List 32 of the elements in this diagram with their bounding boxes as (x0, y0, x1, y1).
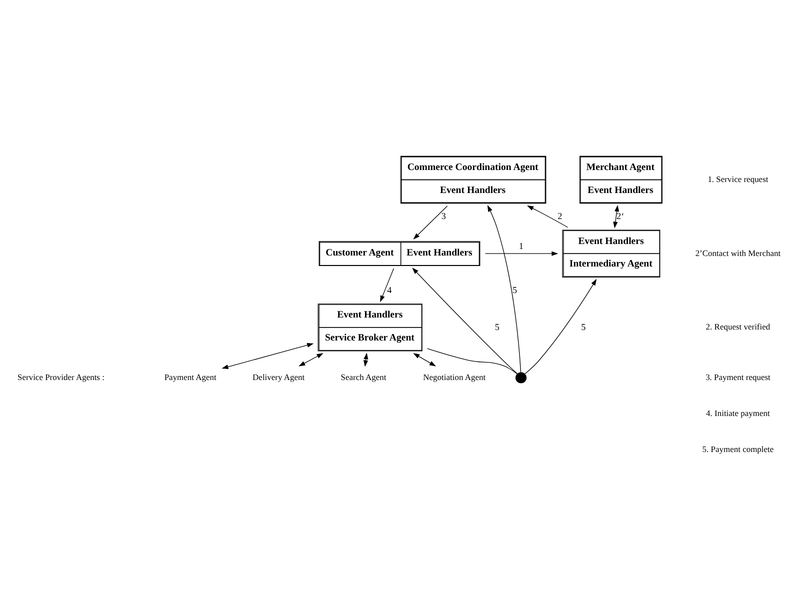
label: 5. Payment complete (702, 443, 774, 454)
arrow (380, 268, 394, 302)
arrow (484, 250, 558, 256)
node-text: Delivery Agent (252, 371, 305, 382)
arrow (222, 342, 314, 369)
label: 4. Initiate payment (706, 407, 770, 418)
connector (426, 348, 518, 374)
arrow (526, 204, 568, 228)
label: 2. Request verified (706, 321, 770, 332)
arrow (413, 205, 448, 239)
edge-label: 5 (494, 321, 500, 332)
arrow (487, 204, 522, 372)
edge-label: 3 (441, 210, 446, 221)
edge-label: 5 (512, 284, 518, 294)
node-text: Payment Agent (164, 371, 216, 382)
arrow (524, 278, 597, 374)
label: 3. Payment request (706, 371, 770, 382)
edge-label: 2‘ (616, 210, 624, 221)
arrow (412, 267, 518, 374)
label: 2’Contact with Merchant (695, 247, 781, 258)
node-text: Search Agent (340, 371, 386, 382)
label: Service Provider Agents : (18, 371, 104, 382)
label: 1. Service request (708, 173, 768, 184)
arrow (613, 204, 620, 228)
edge-label: 5 (581, 321, 586, 332)
node-circle (515, 372, 527, 383)
arrow (413, 352, 436, 366)
edge-label: 1 (518, 240, 524, 251)
node-text: Negotiation Agent (423, 371, 486, 382)
edge-label: 2 (558, 210, 562, 221)
arrow (298, 352, 324, 366)
edge-label: 4 (387, 284, 392, 294)
